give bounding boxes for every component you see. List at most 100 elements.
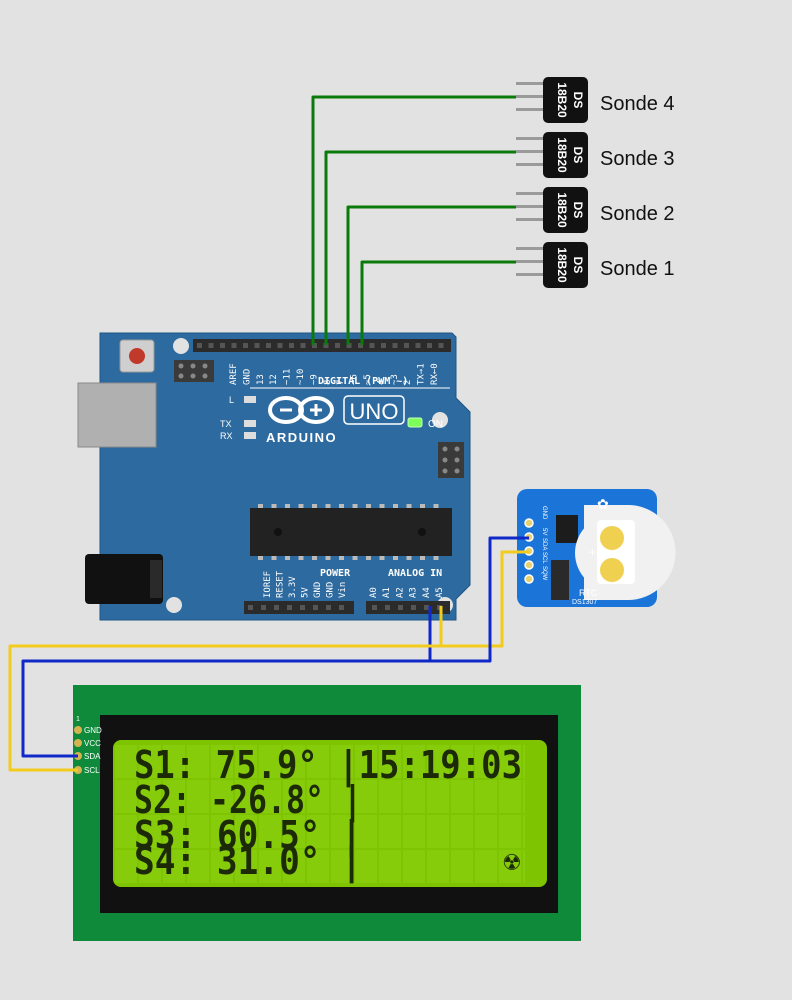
analog-pin-label: A5: [435, 587, 445, 598]
wire-sda-rtc: [428, 536, 529, 663]
sensor-label: Sonde 1: [600, 258, 675, 280]
chip-text-line2: 18B20: [555, 247, 569, 283]
arduino-logo-icon: [268, 396, 334, 424]
battery-contact: [600, 558, 624, 582]
wire-sonde-3: [324, 150, 516, 345]
chip-text-line2: 18B20: [555, 192, 569, 228]
l-led-label: L: [229, 395, 234, 405]
sensor-sonde-4[interactable]: DS 18B20 Sonde 4: [516, 77, 675, 123]
lcd-pin1-marker: 1: [76, 716, 80, 723]
lcd-line-1: S1: 75.9° |15:19:03: [134, 743, 522, 788]
ds18b20-chip: [543, 242, 588, 288]
rtc-title: RTC: [579, 588, 598, 598]
rtc-crystal: [551, 560, 569, 600]
icsp-header: [174, 360, 214, 382]
rx-led-label: RX: [220, 431, 233, 441]
rtc-pin-scl-label: SCL: [541, 552, 547, 564]
analog-pin-label: A3: [409, 587, 419, 598]
wires: [8, 95, 529, 772]
wire-scl-lcd: [8, 644, 441, 772]
sensor-label: Sonde 2: [600, 203, 675, 225]
radiation-icon: ☢: [502, 850, 522, 875]
digital-pin-label: 7: [336, 380, 346, 385]
digital-pin-label: ~6: [350, 374, 360, 385]
dc-power-jack: [85, 554, 163, 604]
rtc-model: DS1307: [572, 599, 597, 606]
digital-pin-label: AREF: [229, 363, 239, 385]
rtc-pin-sda-label: SDA: [541, 538, 547, 550]
power-pin-label: IOREF: [263, 571, 273, 598]
mounting-hole: [166, 597, 182, 613]
power-pin-label: Vin: [338, 582, 348, 598]
board-model-label: UNO: [350, 399, 399, 424]
analog-in-label: ANALOG IN: [388, 568, 442, 579]
ds18b20-chip: [543, 187, 588, 233]
power-label: POWER: [320, 568, 351, 579]
power-pin-label: GND: [326, 582, 336, 598]
sensor-sonde-2[interactable]: DS 18B20 Sonde 2: [516, 187, 675, 233]
analog-pin-label: A4: [422, 587, 432, 598]
l-led: [244, 396, 256, 403]
digital-pin-label: ~11: [283, 369, 293, 385]
digital-pin-label: GND: [242, 369, 252, 385]
rtc-pin-gnd-label: GND: [541, 506, 547, 520]
lcd-line-4: S4: 31.0° |: [134, 839, 362, 884]
wire-sda-lcd: [21, 659, 430, 758]
digital-pin-label: 2: [403, 380, 413, 385]
chip-text-line1: DS: [571, 92, 585, 109]
power-pin-label: 3.3V: [288, 576, 298, 598]
sensor-sonde-3[interactable]: DS 18B20 Sonde 3: [516, 132, 675, 178]
lcd-line-2: S2: -26.8° |: [134, 778, 362, 823]
wire-scl-rtc: [439, 550, 529, 648]
power-pin-label: RESET: [276, 570, 286, 598]
lcd-pin-gnd-label: GND: [84, 726, 102, 735]
mounting-hole: [432, 412, 448, 428]
chip-text-line1: DS: [571, 257, 585, 274]
tx-led: [244, 420, 256, 427]
sensor-label: Sonde 4: [600, 93, 675, 115]
digital-pin-label: ~9: [309, 374, 319, 385]
wire-sonde-1: [360, 260, 516, 345]
digital-pin-label: 13: [256, 374, 266, 385]
chip-text-line1: DS: [571, 202, 585, 219]
sensor-sonde-1[interactable]: DS 18B20 Sonde 1: [516, 242, 675, 288]
analog-pin-label: A1: [382, 587, 392, 598]
digital-pin-label: ~5: [363, 374, 373, 385]
digital-pin-label: 4: [376, 380, 386, 385]
ds18b20-chip: [543, 132, 588, 178]
digital-pin-label: ~3: [390, 374, 400, 385]
tx-led-label: TX: [220, 419, 232, 429]
digital-pin-label: 8: [323, 380, 333, 385]
rtc-chip: [556, 515, 578, 543]
rtc-pin-5v-label: 5V: [541, 528, 547, 535]
chip-text-line1: DS: [571, 147, 585, 164]
icsp-header-2: [438, 442, 464, 478]
power-on-led: [407, 417, 423, 428]
sensor-label: Sonde 3: [600, 148, 675, 170]
digital-pin-header: [193, 339, 451, 352]
power-pin-label: 5V: [301, 587, 311, 598]
chip-text-line2: 18B20: [555, 137, 569, 173]
svg-text:+: +: [589, 545, 596, 559]
reset-button[interactable]: [119, 339, 155, 373]
lcd-pin-sda-label: SDA: [84, 752, 101, 761]
digital-pin-label: RX←0: [430, 363, 440, 385]
rtc-ds1307-module[interactable]: GND 5V SDA SCL SQW + ✿ RTC DS1307: [517, 489, 676, 607]
power-pin-label: GND: [313, 582, 323, 598]
rx-led: [244, 432, 256, 439]
digital-pin-label: 12: [269, 374, 279, 385]
wire-sonde-4: [311, 95, 516, 345]
rtc-pin-sqw-label: SQW: [541, 566, 547, 581]
atmega328p-chip: [250, 504, 452, 560]
power-pin-header: [244, 601, 354, 614]
mounting-hole: [173, 338, 189, 354]
battery-contact: [600, 526, 624, 550]
adafruit-star-icon: ✿: [597, 496, 609, 512]
analog-pin-label: A2: [395, 587, 405, 598]
on-led-label: ON: [428, 419, 443, 430]
digital-pin-label: TX→1: [417, 363, 427, 385]
digital-label: DIGITAL (PWM ~): [318, 376, 408, 387]
lcd-2004-i2c[interactable]: 1 GND VCC SDA SCL S1: 75.9° |15:19:03 S2…: [73, 685, 581, 941]
